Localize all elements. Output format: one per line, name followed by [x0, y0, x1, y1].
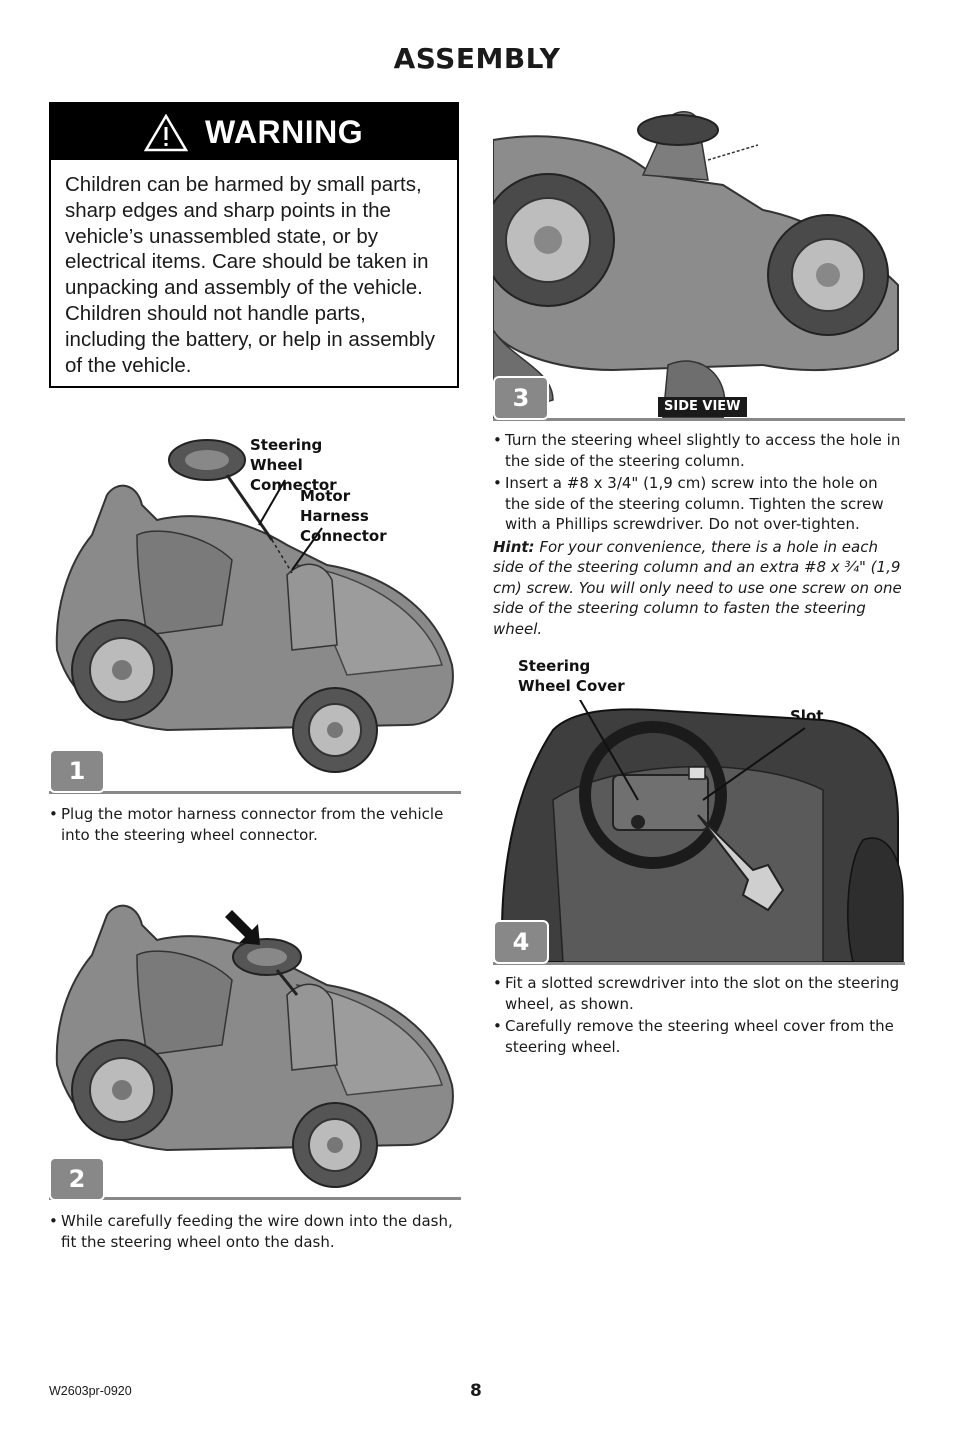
step3-badge: 3	[493, 376, 549, 420]
step2-rule	[49, 1197, 461, 1200]
callout-label: Motor Harness Connector	[300, 486, 420, 546]
warning-header: WARNING	[51, 104, 457, 160]
step1-rule	[49, 791, 461, 794]
step4-badge: 4	[493, 920, 549, 964]
callout-steering-wheel-cover: Steering Wheel Cover	[518, 656, 628, 696]
warning-text: Children can be harmed by small parts, s…	[51, 160, 457, 378]
step1-badge: 1	[49, 749, 105, 793]
step3-illustration	[493, 100, 905, 418]
step4-bullet: Carefully remove the steering wheel cove…	[493, 1016, 905, 1057]
step4-instructions: Fit a slotted screwdriver into the slot …	[493, 973, 905, 1059]
step3-rule	[493, 418, 905, 421]
step3-hint: Hint: For your convenience, there is a h…	[493, 537, 905, 640]
step3-instructions: Turn the steering wheel slightly to acce…	[493, 430, 905, 639]
step3-bullet: Insert a #8 x 3/4" (1,9 cm) screw into t…	[493, 473, 905, 535]
callout-label: Steering Wheel Cover	[518, 656, 628, 696]
page-number: 8	[470, 1381, 482, 1401]
page-title: ASSEMBLY	[0, 42, 954, 75]
step4-rule	[493, 962, 905, 965]
rear-wheel	[72, 620, 172, 720]
step3-bullet: Turn the steering wheel slightly to acce…	[493, 430, 905, 471]
step2-instructions: While carefully feeding the wire down in…	[49, 1211, 459, 1254]
document-code: W2603pr-0920	[49, 1384, 132, 1398]
step2-bullet: While carefully feeding the wire down in…	[49, 1211, 459, 1252]
warning-triangle-icon	[144, 114, 188, 152]
step2-badge: 2	[49, 1157, 105, 1201]
step1-bullet: Plug the motor harness connector from th…	[49, 804, 459, 845]
hint-label: Hint:	[493, 538, 535, 556]
side-view-label: SIDE VIEW	[658, 397, 747, 417]
callout-motor-harness-connector: Motor Harness Connector	[300, 486, 420, 546]
step4-illustration	[493, 700, 905, 962]
warning-box: WARNING Children can be harmed by small …	[49, 102, 459, 388]
hint-text: For your convenience, there is a hole in…	[493, 538, 902, 638]
step1-instructions: Plug the motor harness connector from th…	[49, 804, 459, 847]
warning-heading: WARNING	[205, 114, 363, 151]
step4-bullet: Fit a slotted screwdriver into the slot …	[493, 973, 905, 1014]
step2-illustration	[47, 895, 461, 1195]
